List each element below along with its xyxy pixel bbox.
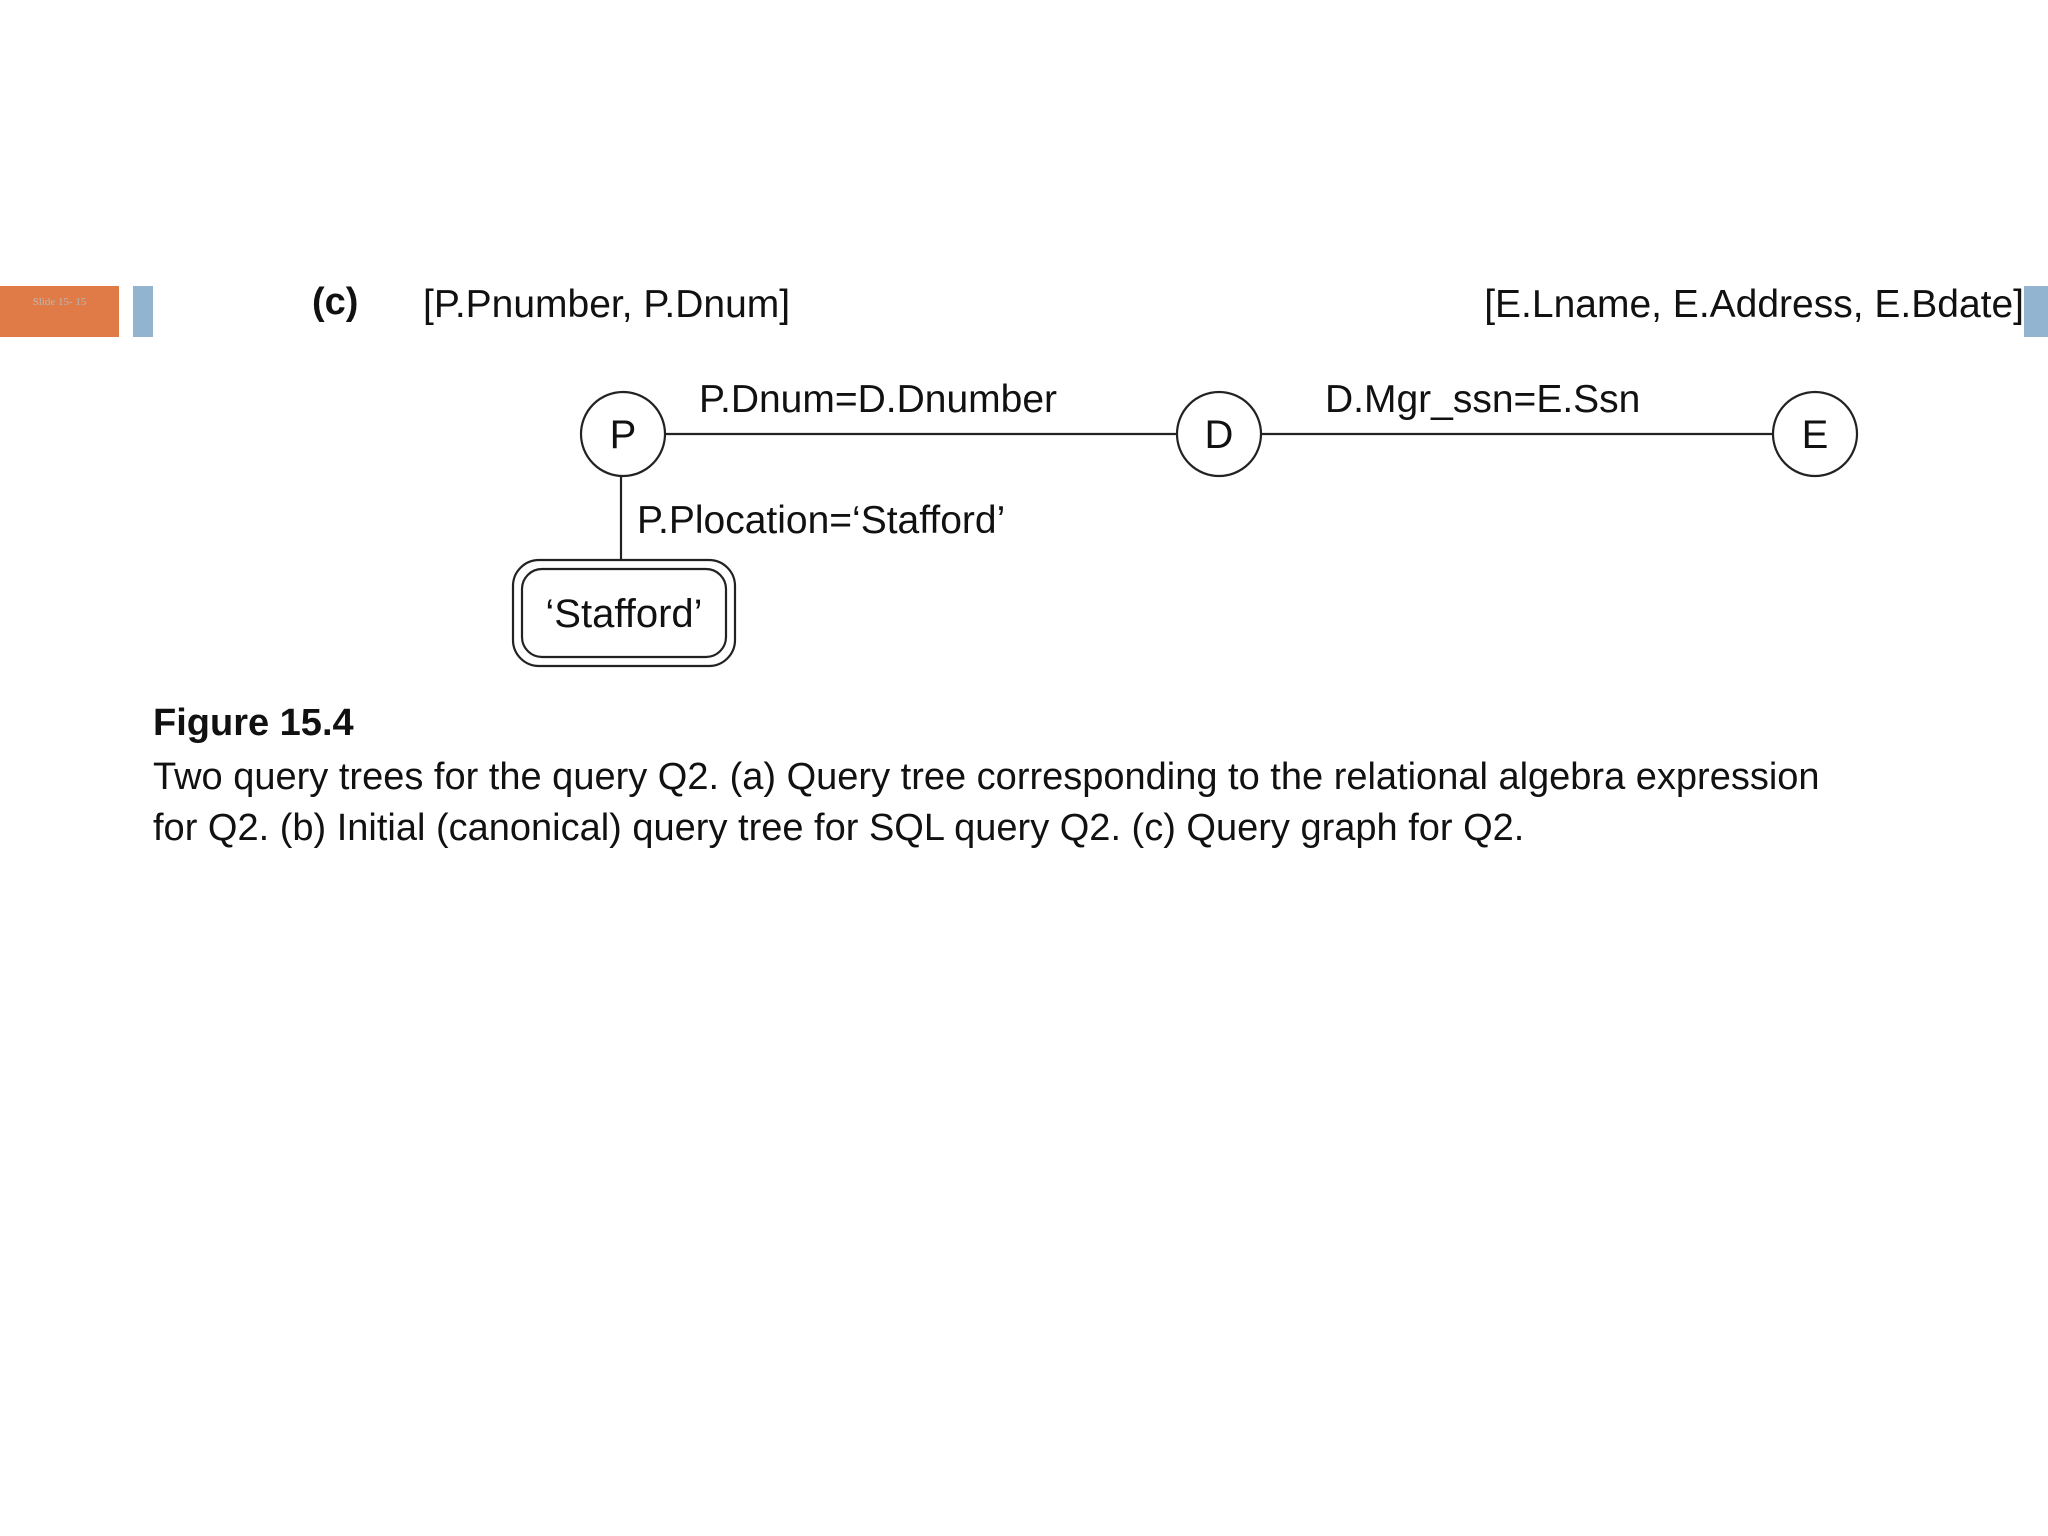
node-d: D: [1175, 390, 1263, 478]
slide-number-tag: Slide 15- 15: [0, 286, 119, 337]
edge-label-p-d: P.Dnum=D.Dnumber: [699, 378, 1057, 421]
panel-label: (c): [312, 281, 359, 323]
node-d-label: D: [1205, 413, 1234, 457]
constant-node-label: ‘Stafford’: [545, 592, 702, 636]
slide-accent-bar-left: [133, 286, 153, 337]
projection-attributes-p: [P.Pnumber, P.Dnum]: [423, 283, 791, 326]
node-e: E: [1771, 390, 1859, 478]
caption-title: Figure 15.4: [153, 702, 354, 744]
slide-accent-bar-right: [2024, 286, 2048, 337]
node-e-label: E: [1802, 413, 1829, 457]
caption-text: Two query trees for the query Q2. (a) Qu…: [153, 756, 1820, 849]
constant-node: ‘Stafford’: [511, 558, 737, 668]
node-p-label: P: [610, 413, 637, 457]
projection-attributes-e: [E.Lname, E.Address, E.Bdate]: [1484, 283, 2024, 326]
edge-label-d-e: D.Mgr_ssn=E.Ssn: [1325, 378, 1640, 421]
edge-label-p-constant: P.Plocation=‘Stafford’: [637, 499, 1005, 542]
node-p: P: [579, 390, 667, 478]
figure-caption: Figure 15.4 Two query trees for the quer…: [153, 700, 2013, 854]
